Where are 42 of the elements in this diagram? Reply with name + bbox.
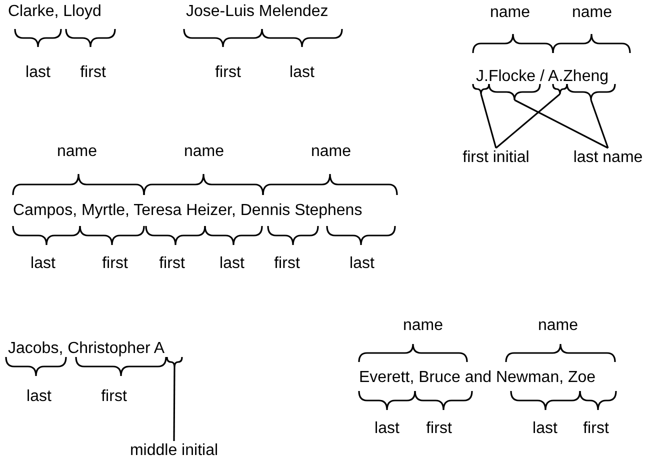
name-text: Everett, Bruce and Newman, Zoe	[359, 369, 596, 387]
part-label: last	[30, 255, 56, 273]
curly-brace	[166, 356, 183, 368]
curly-brace	[488, 84, 541, 101]
name-text: Clarke, Lloyd	[8, 3, 102, 21]
part-label: last	[374, 420, 400, 438]
part-label: first	[159, 255, 185, 273]
part-label: first	[101, 388, 127, 406]
part-label: name	[538, 317, 578, 335]
callout-label: middle initial	[130, 442, 218, 460]
part-label: first	[102, 255, 128, 273]
leader-line	[480, 94, 497, 148]
name-text: J.Flocke / A.Zheng	[476, 68, 609, 86]
callout-label: first initial	[462, 149, 530, 167]
name-text: Jacobs, Christopher A	[8, 340, 165, 358]
callout-label: last name	[573, 149, 643, 167]
part-label: first	[80, 64, 106, 82]
part-label: last	[532, 420, 558, 438]
part-label: name	[402, 317, 444, 335]
curly-brace	[566, 84, 616, 101]
part-label: last	[290, 64, 314, 82]
curly-brace	[552, 84, 568, 95]
part-label: first	[215, 64, 241, 82]
part-label: last	[26, 64, 50, 82]
name-text: Jose-Luis Melendez	[186, 3, 328, 21]
part-label: last	[26, 388, 52, 406]
leader-line	[514, 99, 608, 149]
part-label: name	[310, 143, 352, 161]
part-label: first	[274, 255, 300, 273]
leader-line	[173, 367, 176, 441]
part-label: name	[184, 143, 224, 161]
part-label: name	[490, 4, 530, 22]
part-label: name	[56, 143, 98, 161]
part-label: last	[220, 255, 244, 273]
part-label: last	[350, 255, 374, 273]
part-label: first	[583, 420, 609, 438]
curly-brace	[472, 84, 490, 95]
leader-line	[495, 93, 561, 149]
leader-line	[590, 100, 609, 148]
part-label: name	[572, 4, 612, 22]
part-label: first	[426, 420, 452, 438]
name-text: Campos, Myrtle, Teresa Heizer, Dennis Stephens	[13, 202, 362, 220]
